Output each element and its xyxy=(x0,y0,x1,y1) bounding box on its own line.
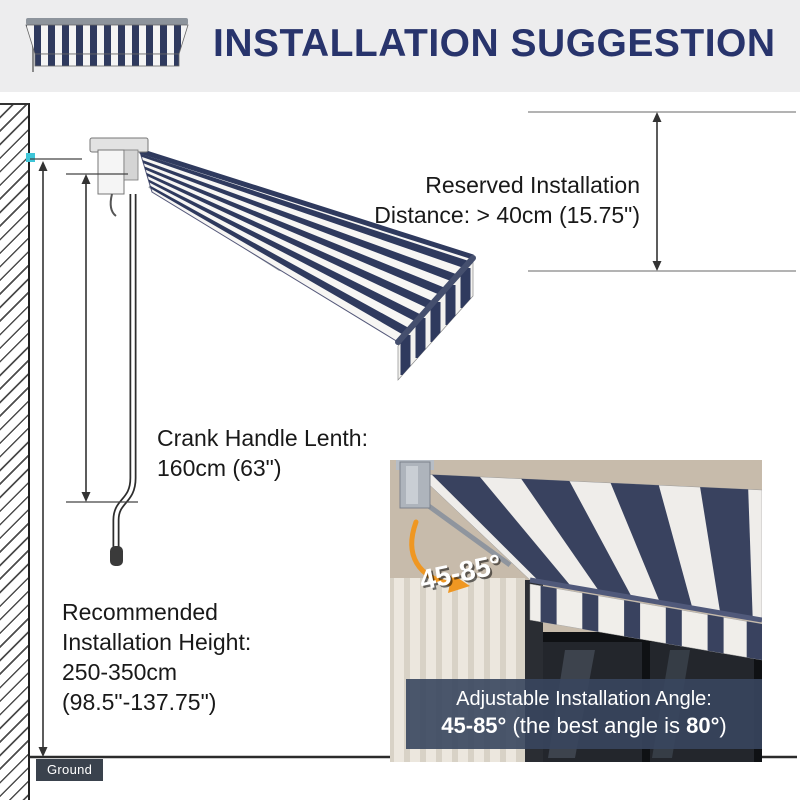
dimension-crank-length xyxy=(66,173,138,503)
wall-hatch xyxy=(0,103,30,800)
caption-range: 45-85° xyxy=(441,713,507,738)
awning-front-valance xyxy=(395,255,476,381)
reserved-distance-line2: Distance: > 40cm (15.75") xyxy=(374,202,640,228)
crank-length-line1: Crank Handle Lenth: xyxy=(157,425,368,451)
page-title: INSTALLATION SUGGESTION xyxy=(213,22,776,65)
reserved-distance-line1: Reserved Installation xyxy=(425,172,640,198)
awning-thumbnail-icon xyxy=(25,18,189,72)
install-height-line2: Installation Height: xyxy=(62,629,252,655)
inset-caption: Adjustable Installation Angle: 45-85° (t… xyxy=(406,679,762,749)
crank-length-line2: 160cm (63") xyxy=(157,455,282,481)
photo-awning-arm xyxy=(424,501,512,568)
header-band: INSTALLATION SUGGESTION xyxy=(0,0,800,92)
caption-line1: Adjustable Installation Angle: xyxy=(456,688,712,710)
photo-awning-fabric xyxy=(417,473,762,621)
caption-best-angle: 80° xyxy=(686,713,720,738)
caption-line2: 45-85° (the best angle is 80°) xyxy=(410,712,758,740)
reserved-distance-note: Reserved Installation Distance: > 40cm (… xyxy=(374,170,640,230)
crank-handle xyxy=(110,194,137,566)
photo-awning-valance xyxy=(529,577,762,661)
install-height-line4: (98.5"-137.75") xyxy=(62,689,217,715)
inset-photo: 45-85° 45-85° Adjustable Installation An… xyxy=(390,460,762,762)
crank-length-note: Crank Handle Lenth: 160cm (63") xyxy=(157,423,368,483)
install-height-line1: Recommended xyxy=(62,599,218,625)
caption-mid: (the best angle is xyxy=(506,713,687,738)
install-height-line3: 250-350cm xyxy=(62,659,178,685)
ground-badge: Ground xyxy=(36,759,104,781)
caption-close: ) xyxy=(719,713,727,738)
install-height-note: Recommended Installation Height: 250-350… xyxy=(62,597,251,717)
photo-mount-bracket xyxy=(396,460,434,509)
mount-bracket xyxy=(89,137,149,217)
angle-arc-icon xyxy=(409,519,470,593)
